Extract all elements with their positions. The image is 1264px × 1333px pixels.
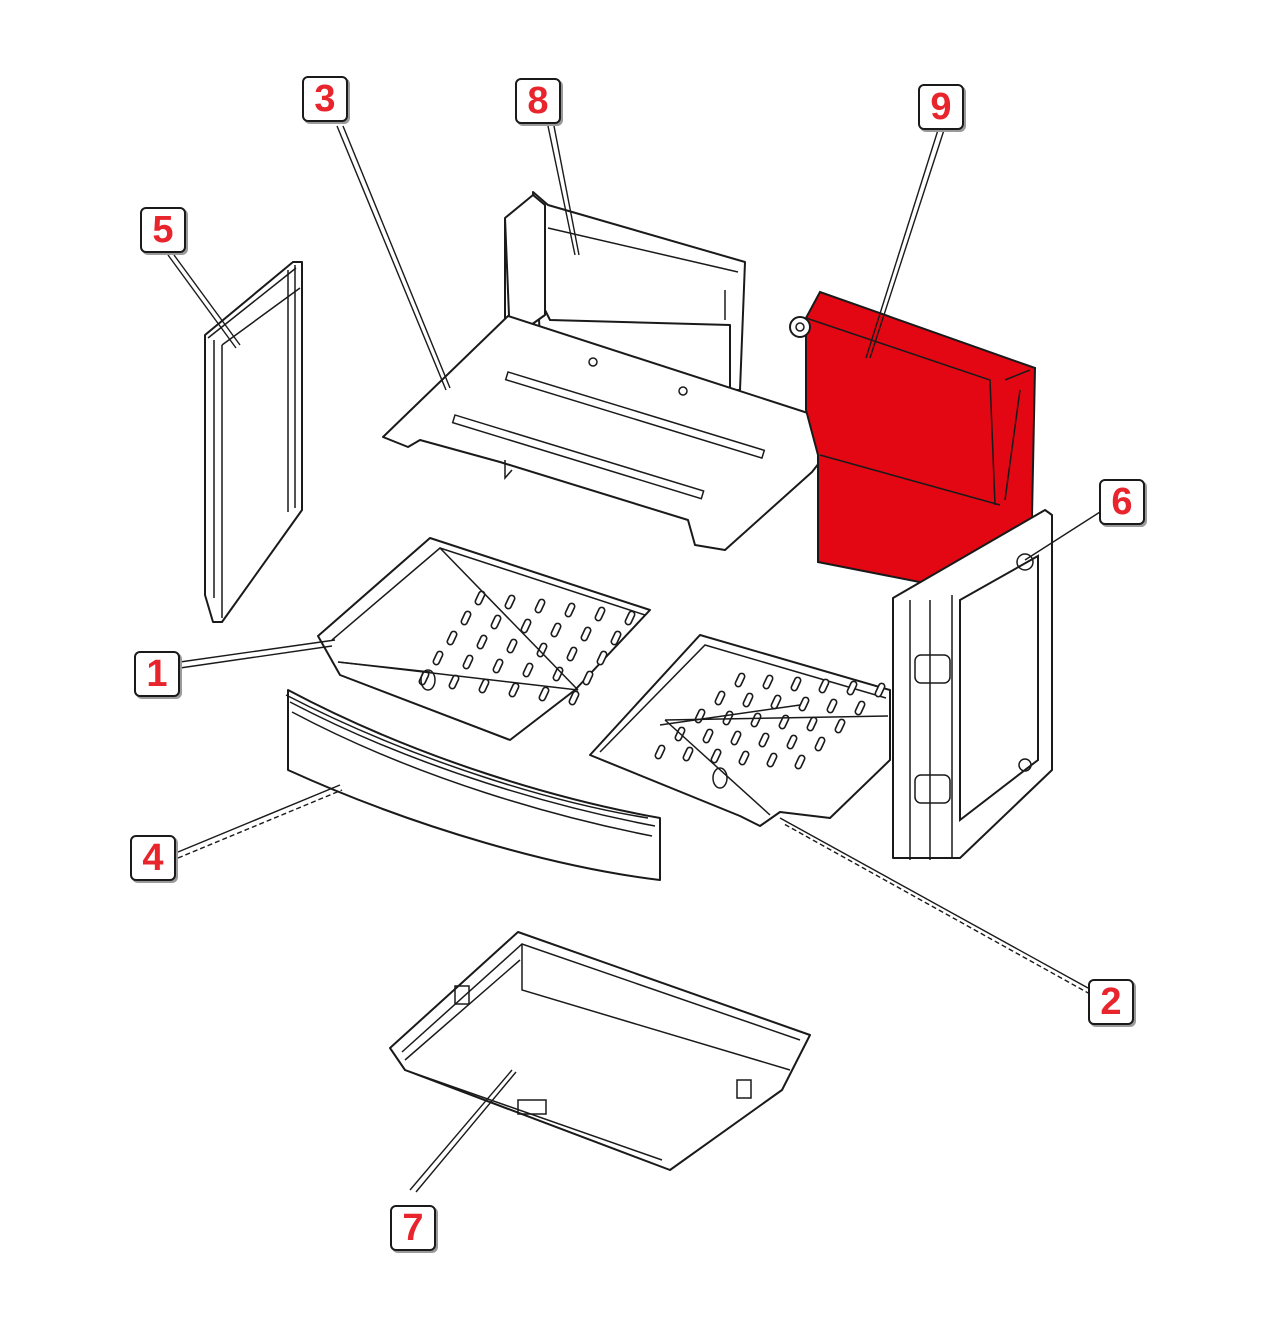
grate-slot: [492, 658, 504, 674]
grate-slot: [814, 736, 826, 752]
callout-5: 5: [140, 207, 186, 253]
grate-slot: [538, 686, 550, 702]
grate-slot: [432, 650, 444, 666]
leader-line-7b: [415, 1071, 517, 1193]
grate-slot: [504, 594, 516, 610]
grate-slot: [818, 678, 830, 694]
callout-9: 9: [918, 84, 964, 130]
callout-4: 4: [130, 835, 176, 881]
grate-slot: [520, 618, 532, 634]
grate-slot: [582, 670, 594, 686]
grate-slot: [580, 626, 592, 642]
grate-slot: [566, 646, 578, 662]
leader-line-6: [1024, 511, 1101, 561]
grate-slot: [446, 630, 458, 646]
grate-slot: [762, 674, 774, 690]
leader-line-5: [173, 254, 241, 346]
part-2-grate-slots: [654, 672, 886, 770]
part-2-right-grate[interactable]: [589, 634, 891, 827]
grate-slot: [682, 746, 694, 762]
grate-slot: [506, 638, 518, 654]
grate-slot: [564, 602, 576, 618]
grate-slot: [460, 610, 472, 626]
grate-slot: [742, 692, 754, 708]
part-6-side-frame[interactable]: [892, 509, 1053, 860]
part-7-ash-pan[interactable]: [389, 931, 811, 1171]
callout-3: 3: [302, 76, 348, 122]
callout-7: 7: [390, 1205, 436, 1251]
leader-line-9: [865, 129, 939, 359]
callout-1: 1: [134, 651, 180, 697]
grate-slot: [522, 662, 534, 678]
grate-slot: [786, 734, 798, 750]
grate-slot: [714, 690, 726, 706]
part-5-side-plate[interactable]: [204, 261, 303, 623]
callout-6: 6: [1099, 479, 1145, 525]
grate-slot: [654, 744, 666, 760]
grate-slot: [778, 714, 790, 730]
leader-lines: [167, 125, 1101, 1193]
leader-line-3: [336, 125, 447, 391]
grate-slot: [874, 682, 886, 698]
grate-slot: [854, 700, 866, 716]
leader-line-2b: [783, 823, 1091, 995]
grate-slot: [730, 730, 742, 746]
grate-slot: [766, 752, 778, 768]
grate-slot: [490, 614, 502, 630]
grate-slot: [550, 622, 562, 638]
leader-line-8b: [553, 125, 580, 256]
leader-line-1b: [179, 645, 333, 669]
leader-line-4: [177, 784, 341, 853]
leader-line-2: [779, 817, 1089, 989]
grate-slot: [798, 696, 810, 712]
leader-line-7: [409, 1069, 513, 1191]
grate-slot: [536, 642, 548, 658]
grate-slot: [846, 680, 858, 696]
callout-8: 8: [515, 78, 561, 124]
leader-line-3b: [342, 125, 451, 389]
grate-slot: [476, 634, 488, 650]
leader-line-1: [179, 639, 336, 663]
part-4-front-bar[interactable]: [285, 689, 661, 881]
grate-slot: [552, 666, 564, 682]
leader-line-5b: [167, 254, 237, 349]
grate-slot: [568, 690, 580, 706]
grate-slot: [758, 732, 770, 748]
leader-line-4b: [177, 789, 343, 859]
grate-slot: [734, 672, 746, 688]
grate-slot: [790, 676, 802, 692]
grate-slot: [624, 610, 636, 626]
grate-slot: [834, 718, 846, 734]
grate-slot: [702, 728, 714, 744]
grate-slot: [596, 650, 608, 666]
grate-slot: [462, 654, 474, 670]
grate-slot: [826, 698, 838, 714]
leader-line-9b: [869, 129, 945, 359]
leader-line-8: [547, 125, 576, 256]
part-3-baffle-plate[interactable]: [382, 315, 849, 551]
part-1-grate-slots: [418, 590, 636, 706]
grate-slot: [738, 750, 750, 766]
grate-slot: [594, 606, 606, 622]
grate-slot: [610, 630, 622, 646]
grate-slot: [710, 748, 722, 764]
grate-slot: [508, 682, 520, 698]
grate-slot: [534, 598, 546, 614]
grate-slot: [794, 754, 806, 770]
part-2-grate-lines: [659, 704, 889, 816]
callout-2: 2: [1088, 979, 1134, 1025]
part-1-grate-lines: [337, 547, 579, 691]
